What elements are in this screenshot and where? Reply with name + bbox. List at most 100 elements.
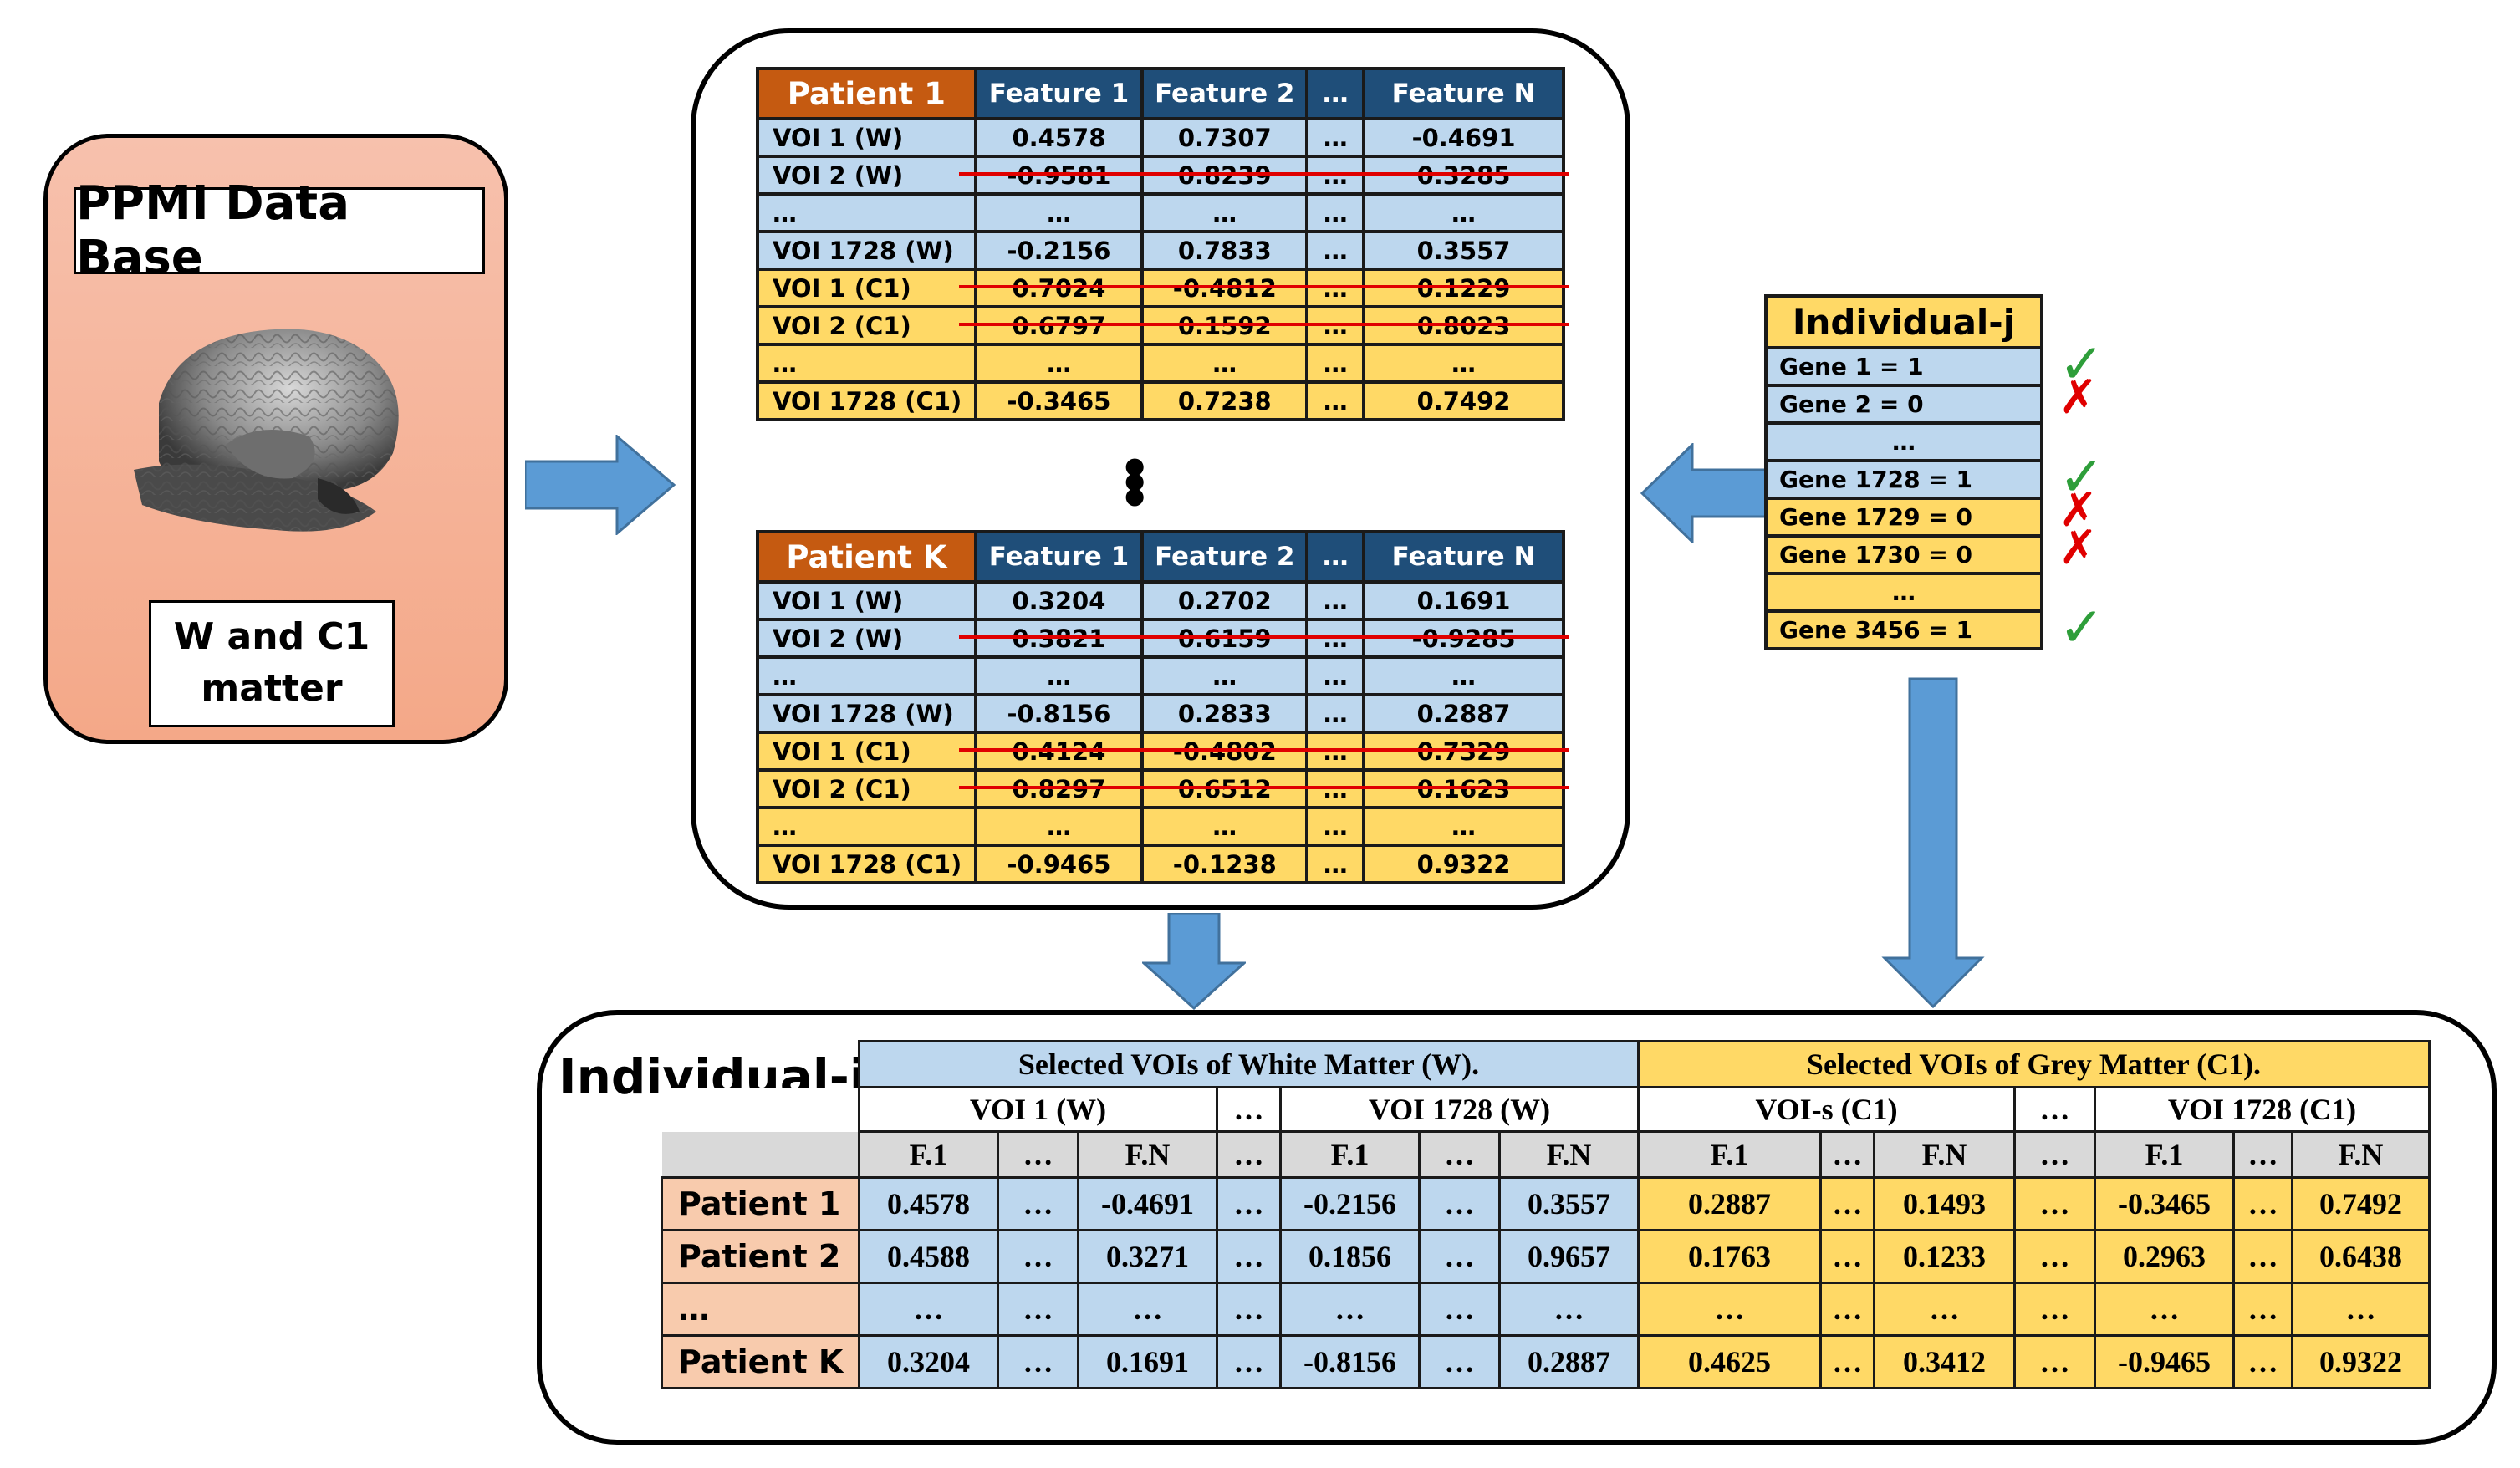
feature-value: … bbox=[1305, 806, 1366, 847]
cross-icon: ✗ bbox=[2058, 520, 2098, 575]
feature-header: … bbox=[2232, 1130, 2293, 1179]
gene-row: Gene 1729 = 0 bbox=[1764, 497, 2043, 538]
feature-value: 0.1691 bbox=[1362, 580, 1565, 621]
feature-value: … bbox=[1305, 380, 1366, 421]
feature-header: F.1 bbox=[2094, 1130, 2235, 1179]
feature-header: Feature 2 bbox=[1140, 530, 1309, 584]
feature-value: … bbox=[1362, 655, 1565, 696]
feature-value: 0.1623 bbox=[1362, 768, 1565, 809]
voi-row: …………… bbox=[756, 192, 1565, 233]
value-cell: -0.8156 bbox=[1279, 1334, 1421, 1389]
feature-value: … bbox=[1140, 192, 1309, 233]
blank-cell bbox=[661, 1131, 860, 1178]
ppmi-subtitle-line1: W and C1 bbox=[173, 615, 370, 658]
gene-row: Gene 1 = 1 bbox=[1764, 346, 2043, 387]
voi-label: VOI 1728 (W) bbox=[756, 693, 977, 734]
value-cell: … bbox=[1819, 1229, 1875, 1284]
value-cell: 0.3204 bbox=[858, 1334, 999, 1389]
right-arrow-icon bbox=[525, 435, 676, 535]
value-cell: … bbox=[2232, 1282, 2293, 1337]
value-cell: 0.2887 bbox=[1498, 1334, 1640, 1389]
value-cell: … bbox=[858, 1282, 999, 1337]
left-arrow-icon bbox=[1640, 443, 1766, 543]
voi-label: … bbox=[756, 343, 977, 384]
feature-value: … bbox=[1305, 268, 1366, 308]
brain-image-icon bbox=[134, 329, 399, 532]
value-cell: … bbox=[1216, 1229, 1282, 1284]
feature-value: 0.8239 bbox=[1140, 155, 1309, 196]
individual-title: Individual-j bbox=[1764, 294, 2043, 349]
feature-header: … bbox=[1216, 1130, 1282, 1179]
feature-header: Feature N bbox=[1362, 530, 1565, 584]
value-cell: … bbox=[1873, 1282, 2016, 1337]
strike-line bbox=[959, 171, 1569, 176]
feature-value: … bbox=[1362, 192, 1565, 233]
value-cell: 0.6438 bbox=[2291, 1229, 2431, 1284]
voi-header: VOI-s (C1) bbox=[1637, 1086, 2016, 1133]
feature-header: F.1 bbox=[1637, 1130, 1822, 1179]
feature-value: … bbox=[973, 192, 1145, 233]
value-cell: … bbox=[1279, 1282, 1421, 1337]
gene-row: Gene 2 = 0 bbox=[1764, 384, 2043, 425]
gene-row: … bbox=[1764, 572, 2043, 613]
value-cell: … bbox=[1819, 1334, 1875, 1389]
voi-header: … bbox=[1216, 1086, 1282, 1133]
feature-value: -0.4802 bbox=[1140, 731, 1309, 772]
voi-label: VOI 2 (C1) bbox=[756, 305, 977, 346]
feature-value: -0.2156 bbox=[973, 230, 1145, 271]
value-cell: 0.1763 bbox=[1637, 1229, 1822, 1284]
feature-value: 0.2887 bbox=[1362, 693, 1565, 734]
feature-header: … bbox=[2013, 1130, 2096, 1179]
gene-label: Gene 3456 = 1 bbox=[1764, 609, 2043, 650]
feature-value: 0.6797 bbox=[973, 305, 1145, 346]
voi-label: VOI 1728 (C1) bbox=[756, 380, 977, 421]
voi-label: VOI 1 (C1) bbox=[756, 268, 977, 308]
feature-value: 0.7307 bbox=[1140, 117, 1309, 158]
voi-row: VOI 1 (C1)0.4124-0.4802…0.7329 bbox=[756, 731, 1565, 772]
patient-k-table: Patient K Feature 1 Feature 2 … Feature … bbox=[756, 530, 1565, 884]
value-cell: … bbox=[2013, 1176, 2096, 1231]
feature-value: … bbox=[1140, 806, 1309, 847]
feature-value: 0.7238 bbox=[1140, 380, 1309, 421]
patient-features-container bbox=[691, 28, 1630, 910]
value-cell: … bbox=[2013, 1334, 2096, 1389]
patient-row: ……………………………………… bbox=[661, 1282, 2431, 1337]
vertical-ellipsis: ••• bbox=[1119, 440, 1151, 528]
voi-label: VOI 1728 (W) bbox=[756, 230, 977, 271]
feature-value: … bbox=[973, 655, 1145, 696]
feature-value: -0.4691 bbox=[1362, 117, 1565, 158]
down-arrow-icon bbox=[1142, 913, 1246, 1010]
value-cell: … bbox=[997, 1229, 1079, 1284]
feature-value: … bbox=[1140, 655, 1309, 696]
voi-label: VOI 1 (W) bbox=[756, 580, 977, 621]
value-cell: … bbox=[1216, 1334, 1282, 1389]
gene-label: Gene 1730 = 0 bbox=[1764, 534, 2043, 575]
voi-label: VOI 2 (W) bbox=[756, 618, 977, 659]
feature-value: 0.8023 bbox=[1362, 305, 1565, 346]
feature-value: 0.8297 bbox=[973, 768, 1145, 809]
patient-name: Patient 1 bbox=[756, 67, 977, 120]
feature-value: -0.3465 bbox=[973, 380, 1145, 421]
feature-header: F.N bbox=[1498, 1130, 1640, 1179]
value-cell: … bbox=[2291, 1282, 2431, 1337]
feature-value: -0.9285 bbox=[1362, 618, 1565, 659]
voi-row: VOI 1 (C1)0.7024-0.4812…0.1229 bbox=[756, 268, 1565, 308]
value-cell: … bbox=[1418, 1282, 1501, 1337]
voi-label: … bbox=[756, 192, 977, 233]
value-cell: … bbox=[1216, 1176, 1282, 1231]
voi-row: …………… bbox=[756, 655, 1565, 696]
value-cell: … bbox=[997, 1334, 1079, 1389]
feature-value: … bbox=[1305, 230, 1366, 271]
patient-label: Patient K bbox=[661, 1334, 860, 1389]
cross-icon: ✗ bbox=[2058, 370, 2098, 425]
white-matter-header: Selected VOIs of White Matter (W). bbox=[858, 1040, 1640, 1088]
feature-value: 0.3204 bbox=[973, 580, 1145, 621]
feature-header: Feature 1 bbox=[973, 530, 1145, 584]
feature-value: … bbox=[1305, 844, 1366, 884]
value-cell: … bbox=[997, 1176, 1079, 1231]
